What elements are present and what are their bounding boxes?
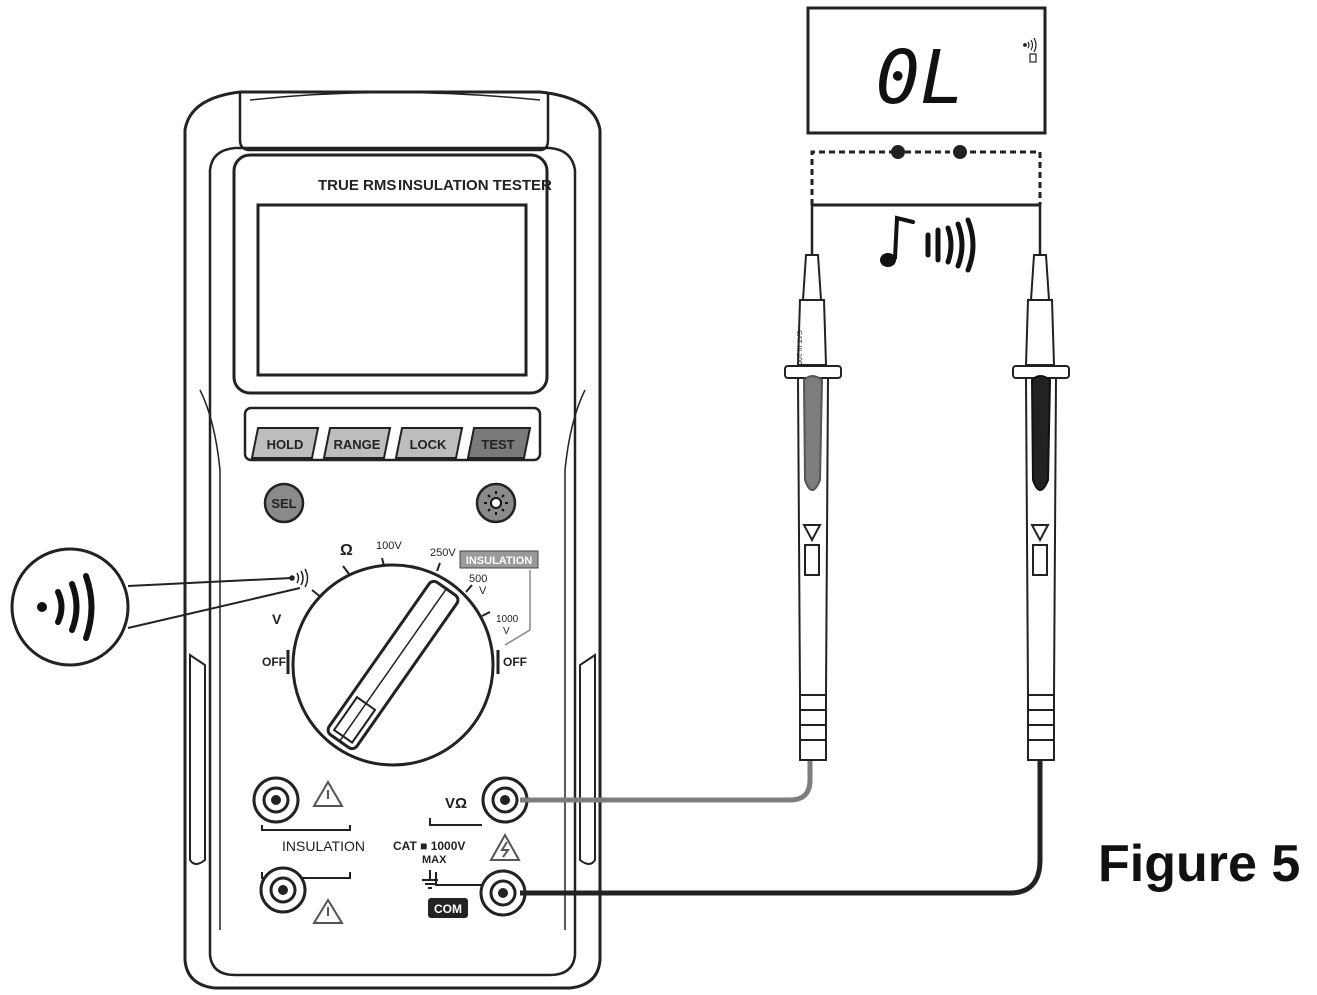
warning-triangle-icon xyxy=(489,832,521,861)
dial-ticks xyxy=(311,557,491,617)
dial-off-left-label: OFF xyxy=(262,655,286,669)
insulation-tag-label: INSULATION xyxy=(466,555,532,567)
display-continuity-icon xyxy=(1023,37,1037,63)
black-lead-wire xyxy=(520,760,1043,896)
warning-triangle-icon xyxy=(312,780,344,807)
dial-500-label: 500 xyxy=(469,573,487,585)
beep-sound-icon xyxy=(880,215,976,273)
reading-display: 0L xyxy=(806,6,1047,135)
insulation-tester-label: INSULATION TESTER xyxy=(398,177,552,194)
multimeter xyxy=(183,90,602,990)
lock-button[interactable]: LOCK xyxy=(394,427,464,459)
meter-lcd-screen xyxy=(256,203,528,377)
figure-caption: Figure 5 xyxy=(1098,835,1301,893)
test-button-label: TEST xyxy=(481,437,514,452)
sun-icon xyxy=(484,491,508,515)
true-rms-label: TRUE RMS xyxy=(318,177,396,194)
test-circuit xyxy=(810,145,1042,207)
dial-1000-unit: V xyxy=(503,626,510,637)
com-label: COM xyxy=(434,902,462,916)
dial-off-right-label: OFF xyxy=(503,655,527,669)
continuity-callout xyxy=(10,547,301,667)
hold-button-label: HOLD xyxy=(267,437,304,452)
rotary-selector-dial[interactable] xyxy=(291,563,495,767)
dial-ohm-label: Ω xyxy=(340,542,353,559)
cat-rating-label: CAT ■ 1000V xyxy=(393,839,465,853)
probe-black[interactable] xyxy=(1012,205,1070,761)
probe-red[interactable]: CAT III 1000V xyxy=(784,205,842,761)
dial-vac-label: V xyxy=(272,611,282,627)
insulation-terminal-bottom[interactable] xyxy=(259,866,307,914)
backlight-button[interactable] xyxy=(475,482,517,524)
v-ohm-terminal[interactable] xyxy=(481,776,529,824)
hold-button[interactable]: HOLD xyxy=(250,427,320,459)
lcd-bezel xyxy=(232,153,549,395)
com-terminal[interactable] xyxy=(479,869,527,917)
sel-button[interactable]: SEL xyxy=(263,482,305,524)
range-button-label: RANGE xyxy=(334,437,381,452)
dial-250v-label: 250V xyxy=(430,547,456,559)
dial-1000-label: 1000 xyxy=(496,614,519,625)
insulation-tag: INSULATION xyxy=(459,550,539,569)
svg-text:CAT III 1000V: CAT III 1000V xyxy=(795,330,802,374)
button-strip xyxy=(243,406,542,462)
dial-continuity-icon xyxy=(289,568,309,588)
lock-button-label: LOCK xyxy=(410,437,447,452)
red-lead-wire xyxy=(520,760,813,803)
dial-500-unit: V xyxy=(479,585,487,597)
display-reading: 0L xyxy=(875,35,964,121)
dial-100v-label: 100V xyxy=(376,540,402,552)
v-ohm-terminal-label: VΩ xyxy=(445,795,467,812)
insulation-terminal-label: INSULATION xyxy=(282,838,365,854)
range-button[interactable]: RANGE xyxy=(322,427,392,459)
test-button[interactable]: TEST xyxy=(466,427,532,459)
warning-triangle-icon xyxy=(312,898,344,924)
sel-button-label: SEL xyxy=(271,496,296,511)
insulation-terminal-top[interactable] xyxy=(252,776,300,824)
com-badge: COM xyxy=(428,898,468,918)
continuity-beep-icon xyxy=(37,573,95,641)
max-label: MAX xyxy=(422,854,447,866)
